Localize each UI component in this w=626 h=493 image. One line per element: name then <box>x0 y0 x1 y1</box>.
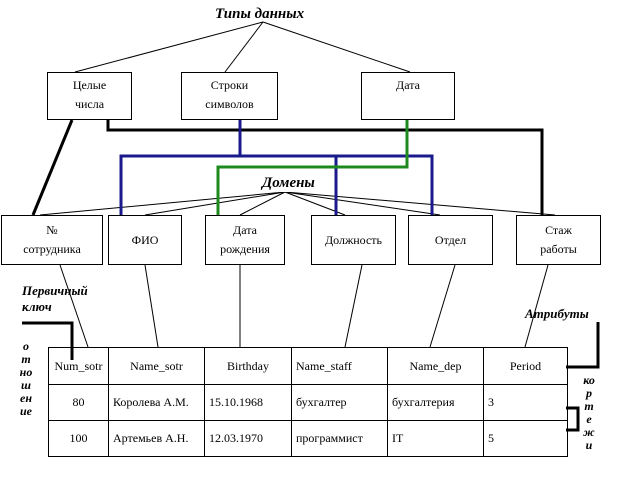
relation-label: отношение <box>19 339 33 418</box>
table-cell: бухгалтерия <box>387 384 484 421</box>
attribute-box-staff: Должность <box>311 215 396 265</box>
domains-label: Домены <box>260 175 317 192</box>
table-cell: IT <box>387 420 484 457</box>
link-domain-fio <box>144 191 286 216</box>
primary-key-label: Первичный ключ <box>22 283 88 314</box>
column-header: Period <box>483 347 568 385</box>
table-cell: бухгалтер <box>291 384 388 421</box>
table-cell: 15.10.1968 <box>204 384 292 421</box>
table-cell: Королева А.М. <box>108 384 205 421</box>
tuples-bracket <box>566 406 580 432</box>
integer-links <box>31 119 544 216</box>
table-row: 80 Королева А.М. 15.10.1968 бухгалтер бу… <box>48 384 568 421</box>
table-cell: 80 <box>48 384 109 421</box>
table-row: 100 Артемьев А.Н. 12.03.1970 программист… <box>48 420 568 457</box>
link-attr-col-2 <box>144 264 159 348</box>
attributes-label: Атрибуты <box>525 306 589 321</box>
link-domain-birth <box>239 191 286 216</box>
tuples-label: кортежи <box>583 373 595 452</box>
link-title-string <box>224 21 264 73</box>
link-domain-dep <box>284 191 441 216</box>
table-header-row: Num_sotr Name_sotr Birthday Name_staff N… <box>48 347 568 385</box>
type-box-date: Дата <box>361 72 455 120</box>
attribute-box-dep: Отдел <box>408 215 493 265</box>
attribute-box-birth: Дата рождения <box>205 215 285 265</box>
link-attr-col-1 <box>59 264 89 348</box>
link-title-integer <box>74 21 264 73</box>
attribute-box-fio: ФИО <box>108 215 182 265</box>
link-domain-num <box>39 191 286 216</box>
column-header: Name_staff <box>291 347 388 385</box>
link-attr-col-6 <box>524 264 549 348</box>
link-attr-col-4 <box>344 264 363 348</box>
table-cell: Артемьев А.Н. <box>108 420 205 457</box>
link-attr-col-5 <box>429 264 456 348</box>
column-header: Birthday <box>204 347 292 385</box>
attribute-box-num: № сотрудника <box>1 215 103 265</box>
link-domain-period <box>284 191 556 216</box>
attributes-pointer <box>566 322 600 369</box>
type-box-integer: Целые числа <box>47 72 132 120</box>
table-cell: 3 <box>483 384 568 421</box>
table-cell: 5 <box>483 420 568 457</box>
column-header: Name_dep <box>387 347 484 385</box>
table-cell: программист <box>291 420 388 457</box>
types-title: Типы данных <box>215 6 305 22</box>
column-header: Num_sotr <box>48 347 109 385</box>
date-links <box>216 120 409 215</box>
type-box-string: Строки символов <box>181 72 278 120</box>
relation-table: Num_sotr Name_sotr Birthday Name_staff N… <box>48 347 568 457</box>
table-cell: 100 <box>48 420 109 457</box>
attribute-box-period: Стаж работы <box>516 215 601 265</box>
link-title-date <box>262 21 411 73</box>
column-header: Name_sotr <box>108 347 205 385</box>
table-cell: 12.03.1970 <box>204 420 292 457</box>
